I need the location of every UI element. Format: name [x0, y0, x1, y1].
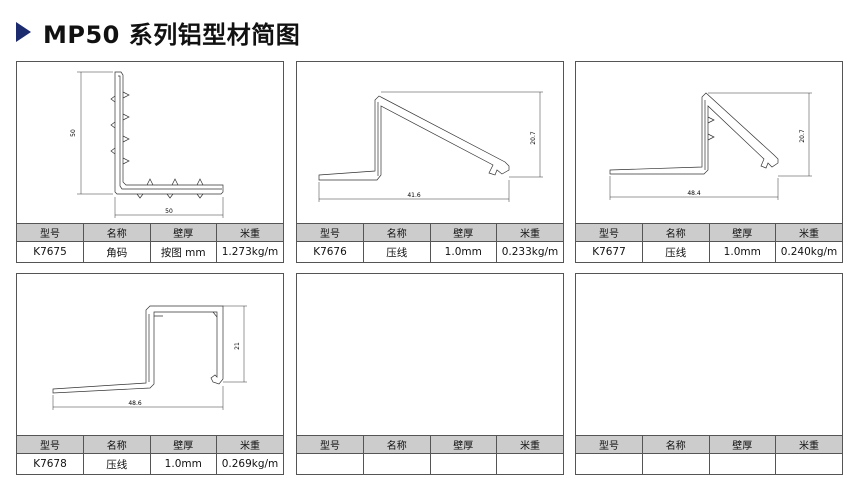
- profile-card-empty-1: 型号 名称 壁厚 米重: [296, 273, 564, 475]
- cell-name: 压线: [642, 241, 710, 263]
- header-name: 名称: [363, 435, 431, 454]
- dim-width-label: 48.4: [687, 190, 701, 197]
- cell-thickness: 1.0mm: [708, 241, 776, 263]
- spec-table-empty-1: 型号 名称 壁厚 米重: [297, 435, 563, 475]
- profile-card-k7675: 50 50 型号 名称 壁厚 米重 K7675 角码 按图 mm 1.273kg…: [16, 61, 284, 263]
- header-thickness: 壁厚: [708, 435, 776, 454]
- spec-table-k7676: 型号 名称 壁厚 米重 K7676 压线 1.0mm 0.233kg/m: [297, 223, 563, 263]
- cell-weight: 1.273kg/m: [216, 241, 283, 263]
- header-weight: 米重: [216, 223, 283, 242]
- cell-name: [642, 453, 710, 475]
- play-arrow-icon: [16, 22, 31, 42]
- page-header: MP50 系列铝型材简图: [16, 14, 300, 50]
- cell-weight: 0.233kg/m: [496, 241, 563, 263]
- header-model: 型号: [576, 435, 643, 454]
- profile-card-k7676: 20.7 41.6 型号 名称 壁厚 米重 K7676 压线 1.0mm 0.2…: [296, 61, 564, 263]
- cell-name: 压线: [83, 453, 151, 475]
- header-name: 名称: [642, 223, 710, 242]
- header-thickness: 壁厚: [429, 435, 497, 454]
- header-weight: 米重: [775, 223, 842, 242]
- cell-thickness: 1.0mm: [429, 241, 497, 263]
- profile-card-k7678: 21 48.6 型号 名称 壁厚 米重 K7678 压线 1.0mm 0.269…: [16, 273, 284, 475]
- profile-drawing-empty: [576, 274, 842, 435]
- header-name: 名称: [83, 223, 151, 242]
- cell-model: [576, 453, 643, 475]
- cell-model: [297, 453, 364, 475]
- profile-card-k7677: 20.7 48.4 型号 名称 壁厚 米重 K7677 压线 1.0mm 0.2…: [575, 61, 843, 263]
- cell-thickness: [429, 453, 497, 475]
- cell-name: [363, 453, 431, 475]
- cell-weight: 0.269kg/m: [216, 453, 283, 475]
- header-model: 型号: [17, 223, 84, 242]
- dim-height-label: 50: [70, 129, 77, 137]
- cell-model: K7676: [297, 241, 364, 263]
- dim-width-label: 41.6: [407, 192, 421, 199]
- header-model: 型号: [17, 435, 84, 454]
- header-name: 名称: [363, 223, 431, 242]
- header-thickness: 壁厚: [149, 223, 217, 242]
- cell-weight: [775, 453, 842, 475]
- header-name: 名称: [642, 435, 710, 454]
- profile-drawing-k7676: 20.7 41.6: [318, 91, 543, 202]
- dim-height-label: 20.7: [799, 129, 806, 143]
- header-weight: 米重: [216, 435, 283, 454]
- spec-table-k7678: 型号 名称 壁厚 米重 K7678 压线 1.0mm 0.269kg/m: [17, 435, 283, 475]
- header-weight: 米重: [775, 435, 842, 454]
- profile-drawing-k7678: 21 48.6: [52, 305, 247, 410]
- dim-height-label: 20.7: [530, 131, 537, 145]
- dim-width-label: 50: [165, 208, 173, 215]
- cell-weight: [496, 453, 563, 475]
- header-weight: 米重: [496, 223, 563, 242]
- profile-drawing-k7675: 50 50: [70, 71, 224, 218]
- header-model: 型号: [576, 223, 643, 242]
- header-thickness: 壁厚: [149, 435, 217, 454]
- header-name: 名称: [83, 435, 151, 454]
- spec-table-k7675: 型号 名称 壁厚 米重 K7675 角码 按图 mm 1.273kg/m: [17, 223, 283, 263]
- cell-model: K7675: [17, 241, 84, 263]
- dim-width-label: 48.6: [128, 400, 142, 407]
- header-model: 型号: [297, 223, 364, 242]
- cell-model: K7678: [17, 453, 84, 475]
- header-thickness: 壁厚: [708, 223, 776, 242]
- dim-height-label: 21: [234, 342, 241, 350]
- header-thickness: 壁厚: [429, 223, 497, 242]
- cell-thickness: 1.0mm: [149, 453, 217, 475]
- cell-name: 压线: [363, 241, 431, 263]
- cell-name: 角码: [83, 241, 151, 263]
- cell-thickness: [708, 453, 776, 475]
- spec-table-empty-2: 型号 名称 壁厚 米重: [576, 435, 842, 475]
- cell-weight: 0.240kg/m: [775, 241, 842, 263]
- header-weight: 米重: [496, 435, 563, 454]
- profile-drawing-empty: [297, 274, 563, 435]
- cell-thickness: 按图 mm: [149, 241, 217, 263]
- profile-drawing-k7677: 20.7 48.4: [609, 92, 812, 200]
- page-title: MP50 系列铝型材简图: [43, 20, 301, 49]
- header-model: 型号: [297, 435, 364, 454]
- cell-model: K7677: [576, 241, 643, 263]
- profile-card-empty-2: 型号 名称 壁厚 米重: [575, 273, 843, 475]
- spec-table-k7677: 型号 名称 壁厚 米重 K7677 压线 1.0mm 0.240kg/m: [576, 223, 842, 263]
